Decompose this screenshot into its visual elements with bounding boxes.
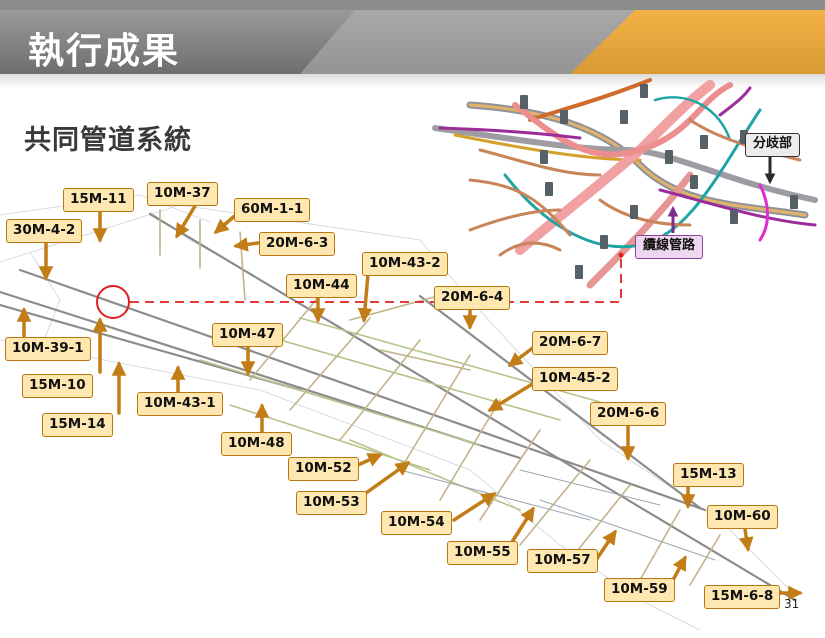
label-10m-43-1: 10M-43-1 <box>137 392 223 416</box>
branch-callout: 分歧部 <box>745 133 801 157</box>
label-10m-57: 10M-57 <box>527 549 598 573</box>
label-10m-53: 10M-53 <box>296 491 367 515</box>
label-pointer-arrows <box>16 204 803 601</box>
arrow-20m-6-7 <box>507 345 536 367</box>
label-20m-6-4: 20M-6-4 <box>434 286 511 310</box>
label-10m-52: 10M-52 <box>288 457 359 481</box>
label-60m-1-1: 60M-1-1 <box>234 198 311 222</box>
page-title: 執行成果 <box>28 31 181 72</box>
label-10m-59: 10M-59 <box>604 578 675 602</box>
page-number: 31 <box>784 597 800 611</box>
arrow-10m-37 <box>175 204 197 239</box>
arrow-10m-52 <box>356 453 383 467</box>
label-15m-11: 15M-11 <box>63 188 134 212</box>
label-10m-48: 10M-48 <box>221 432 292 456</box>
label-10m-54: 10M-54 <box>381 511 452 535</box>
label-10m-44: 10M-44 <box>286 274 357 298</box>
arrow-10m-45-2 <box>487 381 536 412</box>
label-10m-47: 10M-47 <box>212 323 283 347</box>
label-15m-13: 15M-13 <box>673 463 744 487</box>
label-10m-45-2: 10M-45-2 <box>532 367 618 391</box>
arrow-10m-54 <box>452 492 497 522</box>
label-20m-6-7: 20M-6-7 <box>532 331 609 355</box>
arrow-10m-55 <box>510 506 535 544</box>
arrow-10m-53 <box>364 461 411 495</box>
label-15m-6-8: 15M-6-8 <box>704 585 781 609</box>
branch-junction-inset <box>432 78 818 289</box>
arrow-20m-6-3 <box>233 237 260 252</box>
label-30m-4-2: 30M-4-2 <box>6 219 83 243</box>
cable-route-callout: 纜線管路 <box>635 235 704 259</box>
highlight-circle <box>96 285 130 319</box>
label-20m-6-3: 20M-6-3 <box>259 232 336 256</box>
label-10m-39-1: 10M-39-1 <box>5 337 91 361</box>
header-banner <box>0 0 825 88</box>
label-20m-6-6: 20M-6-6 <box>590 402 667 426</box>
arrow-10m-43-2 <box>357 272 373 323</box>
section-subtitle: 共同管道系統 <box>24 125 192 156</box>
label-15m-14: 15M-14 <box>42 413 113 437</box>
arrow-10m-57 <box>594 529 617 562</box>
label-10m-37: 10M-37 <box>147 182 218 206</box>
arrow-10m-59 <box>671 555 687 582</box>
label-10m-60: 10M-60 <box>707 505 778 529</box>
label-10m-55: 10M-55 <box>447 541 518 565</box>
label-15m-10: 15M-10 <box>22 374 93 398</box>
arrow-10m-60 <box>738 527 754 552</box>
label-10m-43-2: 10M-43-2 <box>362 252 448 276</box>
highlight-end-dot <box>618 252 624 258</box>
